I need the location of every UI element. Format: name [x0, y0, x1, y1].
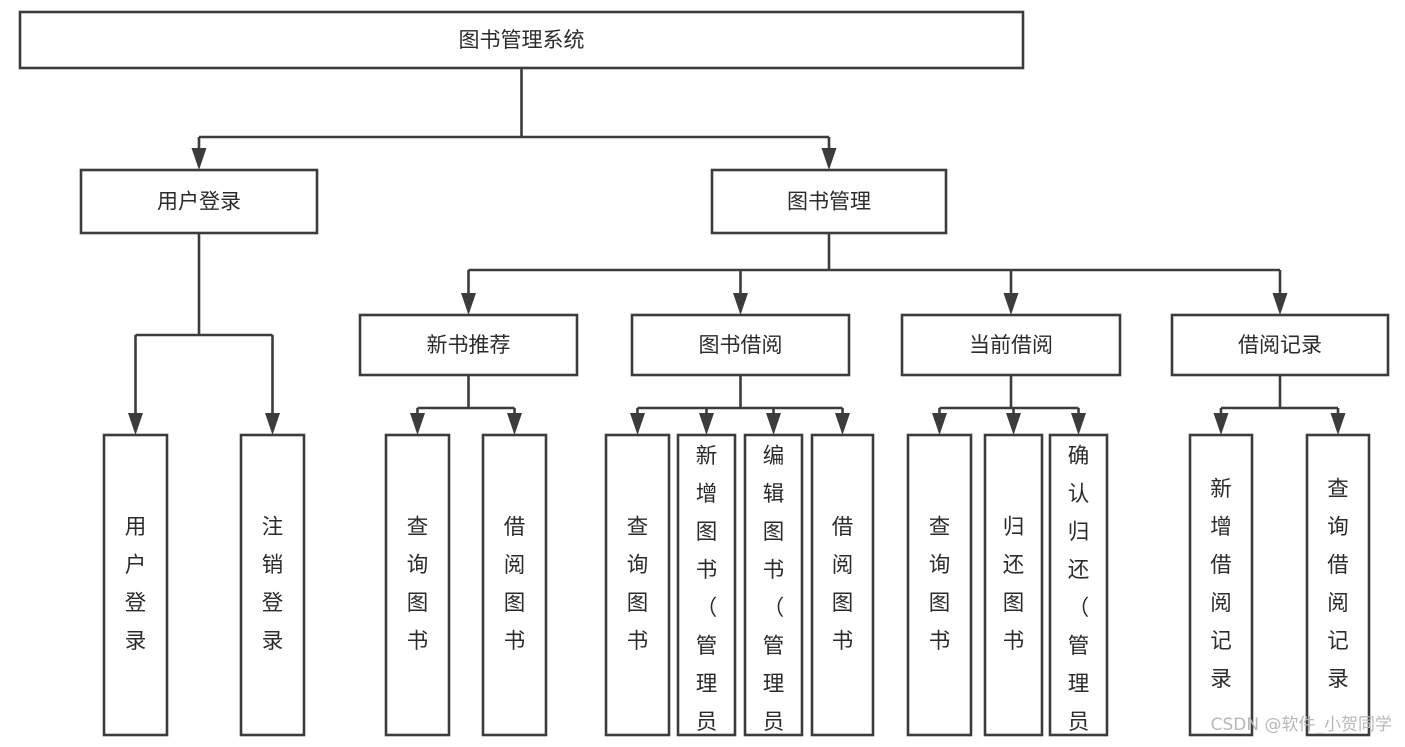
node-leaf-add-book[interactable]: 新增图书（管理员）: [676, 433, 737, 747]
csdn-watermark: CSDN @软件_小贺同学: [1211, 715, 1392, 735]
group-book-borrow-arrow: [630, 413, 645, 435]
group-current-borrow-arrow: [1006, 413, 1021, 435]
node-box-leaf-edit-book: [743, 433, 804, 737]
node-leaf-user-logout[interactable]: 注销登录: [239, 433, 306, 737]
node-box-leaf-borrow-book-2: [810, 433, 875, 737]
node-leaf-query-book-1[interactable]: 查询图书: [384, 433, 451, 737]
group-user-login-arrow: [265, 413, 280, 435]
node-layer: 图书管理系统用户登录图书管理新书推荐图书借阅当前借阅借阅记录用户登录注销登录查询…: [18, 10, 1390, 747]
group-book-borrow-arrow: [835, 413, 850, 435]
node-leaf-borrow-book-2[interactable]: 借阅图书: [810, 433, 875, 737]
node-box-leaf-add-record: [1188, 433, 1254, 737]
node-box-leaf-query-book-2: [604, 433, 671, 737]
node-label-leaf-user-login: 用户登录: [125, 515, 147, 654]
node-box-new-book-rec: [358, 313, 579, 377]
node-box-leaf-confirm-return: [1048, 433, 1109, 737]
node-borrow-record[interactable]: 借阅记录: [1170, 313, 1390, 377]
node-label-user-login: 用户登录: [157, 190, 241, 214]
manage-to-level3-arrow: [733, 293, 748, 315]
node-user-login[interactable]: 用户登录: [79, 168, 319, 235]
node-label-leaf-user-logout: 注销登录: [262, 515, 284, 654]
node-label-book-borrow: 图书借阅: [699, 333, 783, 357]
group-borrow-record-arrow: [1330, 413, 1346, 435]
group-current-borrow-arrow: [1071, 413, 1086, 435]
node-box-leaf-query-record: [1305, 433, 1371, 737]
group-book-borrow-arrow: [699, 413, 714, 435]
node-current-borrow[interactable]: 当前借阅: [900, 313, 1122, 377]
node-leaf-add-record[interactable]: 新增借阅记录: [1188, 433, 1254, 737]
manage-to-level3-arrow: [1003, 293, 1019, 315]
node-leaf-query-book-3[interactable]: 查询图书: [906, 433, 973, 737]
node-label-leaf-edit-book: 编辑图书（管理员）: [763, 444, 785, 747]
manage-to-level3-arrow: [461, 293, 476, 315]
node-box-borrow-record: [1170, 313, 1390, 377]
group-borrow-record-arrow: [1213, 413, 1229, 435]
node-label-borrow-record: 借阅记录: [1238, 333, 1322, 357]
node-box-user-login: [79, 168, 319, 235]
node-label-leaf-query-book-1: 查询图书: [407, 515, 429, 654]
node-box-leaf-return-book: [983, 433, 1044, 737]
node-box-leaf-query-book-1: [384, 433, 451, 737]
connector-layer: [128, 68, 1346, 435]
node-leaf-edit-book[interactable]: 编辑图书（管理员）: [743, 433, 804, 747]
node-root[interactable]: 图书管理系统: [18, 10, 1025, 70]
node-box-leaf-user-logout: [239, 433, 306, 737]
node-label-leaf-confirm-return: 确认归还（管理员）: [1068, 444, 1090, 747]
node-box-leaf-query-book-3: [906, 433, 973, 737]
node-label-leaf-borrow-book-2: 借阅图书: [832, 515, 854, 654]
node-new-book-rec[interactable]: 新书推荐: [358, 313, 579, 377]
group-new-book-rec-arrow: [410, 413, 425, 435]
node-label-current-borrow: 当前借阅: [969, 333, 1053, 357]
node-label-leaf-add-book: 新增图书（管理员）: [696, 444, 718, 747]
node-leaf-borrow-book-1[interactable]: 借阅图书: [481, 433, 548, 737]
node-box-book-borrow: [630, 313, 851, 377]
root-to-level2-arrow: [191, 148, 207, 170]
node-leaf-return-book[interactable]: 归还图书: [983, 433, 1044, 737]
node-label-root: 图书管理系统: [459, 28, 585, 52]
node-label-leaf-add-record: 新增借阅记录: [1210, 477, 1232, 692]
node-leaf-user-login[interactable]: 用户登录: [102, 433, 169, 737]
node-label-leaf-query-book-3: 查询图书: [929, 515, 951, 654]
node-label-leaf-return-book: 归还图书: [1003, 515, 1025, 654]
node-label-new-book-rec: 新书推荐: [427, 333, 511, 357]
node-book-manage[interactable]: 图书管理: [710, 168, 948, 235]
node-label-leaf-query-record: 查询借阅记录: [1327, 477, 1349, 692]
node-label-leaf-borrow-book-1: 借阅图书: [504, 515, 526, 654]
node-label-leaf-query-book-2: 查询图书: [627, 515, 649, 654]
node-label-book-manage: 图书管理: [787, 190, 871, 214]
node-box-book-manage: [710, 168, 948, 235]
node-leaf-query-record[interactable]: 查询借阅记录: [1305, 433, 1371, 737]
node-box-root: [18, 10, 1025, 70]
group-current-borrow-arrow: [932, 413, 947, 435]
group-new-book-rec-arrow: [507, 413, 522, 435]
group-book-borrow-arrow: [766, 413, 781, 435]
root-to-level2-arrow: [821, 148, 837, 170]
node-box-leaf-user-login: [102, 433, 169, 737]
node-leaf-query-book-2[interactable]: 查询图书: [604, 433, 671, 737]
node-box-current-borrow: [900, 313, 1122, 377]
node-leaf-confirm-return[interactable]: 确认归还（管理员）: [1048, 433, 1109, 747]
node-book-borrow[interactable]: 图书借阅: [630, 313, 851, 377]
node-box-leaf-add-book: [676, 433, 737, 737]
manage-to-level3-arrow: [1272, 293, 1288, 315]
node-box-leaf-borrow-book-1: [481, 433, 548, 737]
group-user-login-arrow: [128, 413, 143, 435]
